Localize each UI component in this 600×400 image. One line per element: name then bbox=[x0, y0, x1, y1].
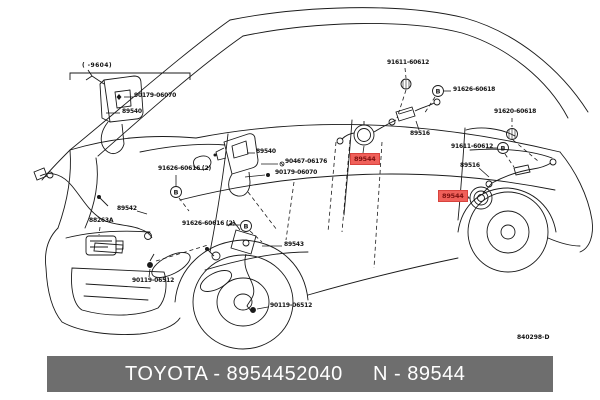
part-label-91626-60618: 91626-60618 bbox=[453, 86, 496, 93]
part-label-90179-06070: 90179-06070 bbox=[134, 92, 177, 99]
part-label-89516-roof: 89516 bbox=[410, 130, 430, 137]
part-label-89543: 89543 bbox=[284, 241, 304, 248]
sensor-89540-detail bbox=[85, 69, 144, 155]
bolt-marker-label: B bbox=[501, 144, 506, 152]
bolt-90119-wheel bbox=[250, 307, 256, 313]
fastener-markers: B B B B bbox=[170, 78, 518, 232]
rear-wheel bbox=[467, 191, 549, 273]
part-label-89540-main: 89540 bbox=[256, 148, 276, 155]
part-label-89540-detail: 89540 bbox=[122, 108, 142, 115]
bolt-marker-label: B bbox=[174, 188, 179, 196]
part-label-90119-06512-front: 90119-06512 bbox=[132, 277, 175, 284]
part-label-90179-06070-main: 90179-06070 bbox=[275, 169, 318, 176]
drawing-number: 840298-D bbox=[517, 334, 550, 341]
connector-88263a bbox=[85, 235, 124, 256]
footer-part-number: N - 89544 bbox=[373, 363, 466, 385]
bolt-marker-label: B bbox=[436, 87, 441, 95]
sensor-89540-main bbox=[213, 133, 259, 197]
cable-89542-front bbox=[33, 167, 153, 240]
part-label-91611-60612: 91611-60612 bbox=[387, 59, 430, 66]
part-label-91611-60612-rear: 91611-60612 bbox=[451, 143, 494, 150]
part-label-89542: 89542 bbox=[117, 205, 137, 212]
footer-banner: TOYOTA - 8954452040 N - 89544 bbox=[47, 356, 553, 392]
part-label-89544-highlight-rear[interactable]: 89544 bbox=[438, 190, 468, 202]
cable-89516-roof bbox=[336, 98, 441, 145]
part-label-88263a: 88263A bbox=[89, 217, 114, 224]
grommet-89544-roof bbox=[353, 121, 375, 146]
sensor-89543 bbox=[205, 221, 257, 313]
bolt-90119-front bbox=[147, 253, 155, 268]
part-label-89516-rear: 89516 bbox=[460, 162, 480, 169]
car-outline bbox=[41, 7, 593, 335]
bolt-marker-label: B bbox=[244, 222, 249, 230]
part-label-90119-06512-wheel: 90119-06512 bbox=[270, 302, 313, 309]
part-label-91626-60616-lower: 91626-60616 (2) bbox=[182, 220, 235, 227]
part-label-91620-60618: 91620-60618 bbox=[494, 108, 537, 115]
front-wheel bbox=[192, 254, 294, 350]
footer-catalog-number: TOYOTA - 8954452040 bbox=[125, 363, 343, 385]
part-label-90467-06176: 90467-06176 bbox=[285, 158, 328, 165]
date-range-note: ( -9604) bbox=[82, 62, 112, 69]
part-label-89544-highlight-roof[interactable]: 89544 bbox=[350, 153, 380, 165]
leader-lines bbox=[106, 90, 497, 310]
date-range-bracket bbox=[69, 72, 191, 80]
part-label-91626-60616-upper: 91626-60616 (2) bbox=[158, 165, 211, 172]
